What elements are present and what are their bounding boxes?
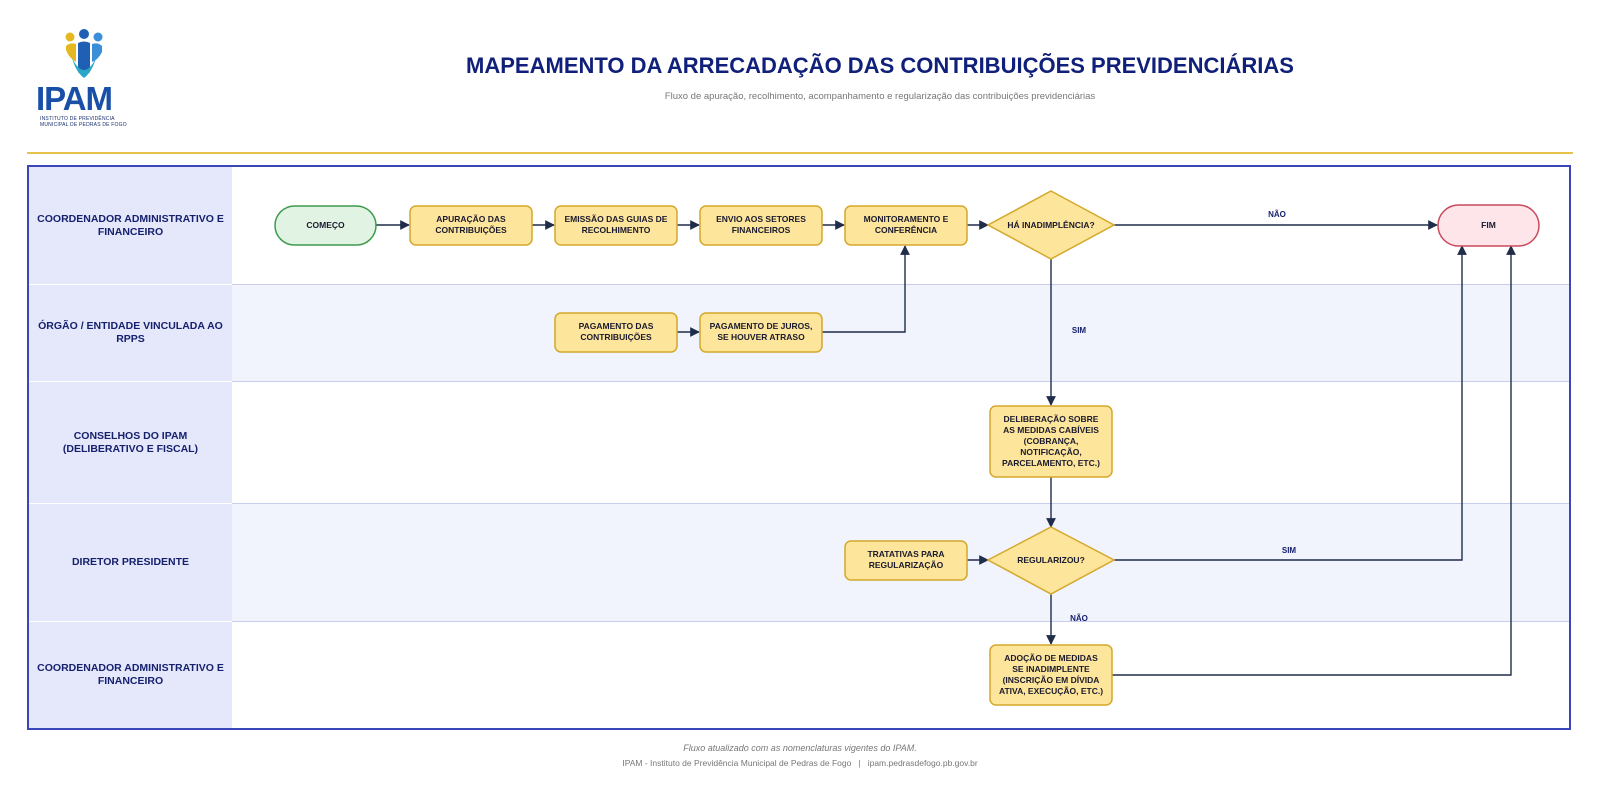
- process-juros: [699, 312, 823, 353]
- logo-subtitle-line1: INSTITUTO DE PREVIDÊNCIA: [40, 116, 115, 122]
- footer-org: IPAM - Instituto de Previdência Municipa…: [622, 758, 978, 768]
- process-label: NOTIFICAÇÃO,: [1020, 447, 1081, 457]
- process-label: SE INADIMPLENTE: [1012, 664, 1090, 674]
- process-label: FINANCEIROS: [732, 225, 791, 235]
- process-label: RECOLHIMENTO: [582, 225, 651, 235]
- edge-sim-fim: [1114, 245, 1467, 561]
- process-label: ATIVA, EXECUÇÃO, ETC.): [999, 686, 1103, 696]
- process-monitoramento: [844, 205, 968, 246]
- logo-text: IPAM: [36, 80, 113, 117]
- page-subtitle: Fluxo de apuração, recolhimento, acompan…: [664, 91, 1096, 102]
- decision-regularizou: [986, 526, 1116, 595]
- process-tratativas: [844, 540, 968, 581]
- page-title: MAPEAMENTO DA ARRECADAÇÃO DAS CONTRIBUIÇ…: [466, 53, 1294, 78]
- logo-subtitle-line2: MUNICIPAL DE PEDRAS DE FOGO: [40, 122, 127, 128]
- process-label: PARCELAMENTO, ETC.): [1002, 458, 1100, 468]
- end-terminal: [1437, 204, 1540, 247]
- lane-divider: [232, 381, 1569, 382]
- process-label: SE HOUVER ATRASO: [717, 332, 805, 342]
- process-label: EMISSÃO DAS GUIAS DE: [565, 214, 668, 224]
- edge-label-sim: SIM: [1282, 546, 1297, 555]
- lane-label-coordenador-1: COORDENADOR ADMINISTRATIVO E FINANCEIRO: [29, 167, 232, 284]
- process-label: TRATATIVAS PARA: [867, 549, 944, 559]
- decision-inadimplencia: [986, 190, 1116, 260]
- lane-divider: [232, 284, 1569, 285]
- lane-divider: [232, 503, 1569, 504]
- start-label: COMEÇO: [306, 220, 345, 230]
- edge-adocao-fim: [1112, 245, 1516, 676]
- process-label: (COBRANÇA,: [1024, 436, 1079, 446]
- edge-juros-monitoramento: [822, 245, 910, 333]
- lane-label-coordenador-2: COORDENADOR ADMINISTRATIVO E FINANCEIRO: [29, 622, 232, 728]
- process-label: AS MEDIDAS CABÍVEIS: [1003, 425, 1099, 435]
- logo-figures-icon: [65, 29, 103, 78]
- process-envio: [699, 205, 823, 246]
- process-label: (INSCRIÇÃO EM DÍVIDA: [1003, 675, 1100, 685]
- process-adocao: [989, 644, 1113, 706]
- start-terminal: [274, 205, 377, 246]
- decision-label: HÁ INADIMPLÊNCIA?: [1007, 219, 1094, 230]
- lane-label-orgao: ÓRGÃO / ENTIDADE VINCULADA AO RPPS: [29, 285, 232, 381]
- edge-label-sim: SIM: [1072, 326, 1087, 335]
- process-label: CONFERÊNCIA: [875, 224, 937, 235]
- process-label: PAGAMENTO DE JUROS,: [710, 321, 813, 331]
- decision-label: REGULARIZOU?: [1017, 555, 1085, 565]
- process-label: ENVIO AOS SETORES: [716, 214, 806, 224]
- process-emissao: [554, 205, 678, 246]
- process-label: DELIBERAÇÃO SOBRE: [1004, 414, 1099, 424]
- process-label: PAGAMENTO DAS: [579, 321, 654, 331]
- process-label: CONTRIBUIÇÕES: [435, 225, 507, 235]
- process-pagamento: [554, 312, 678, 353]
- process-label: CONTRIBUIÇÕES: [580, 332, 652, 342]
- process-label: REGULARIZAÇÃO: [869, 560, 944, 570]
- edge-label-nao: NÃO: [1268, 210, 1286, 219]
- lane-background-2: [232, 285, 1569, 381]
- process-label: MONITORAMENTO E: [864, 214, 949, 224]
- process-apuracao: [409, 205, 533, 246]
- process-label: ADOÇÃO DE MEDIDAS: [1004, 653, 1098, 663]
- lane-label-conselhos: CONSELHOS DO IPAM (DELIBERATIVO E FISCAL…: [29, 382, 232, 503]
- lane-divider: [232, 621, 1569, 622]
- ipam-logo: IPAM INSTITUTO DE PREVIDÊNCIA MUNICIPAL …: [36, 28, 136, 128]
- process-label: APURAÇÃO DAS: [436, 214, 506, 224]
- end-label: FIM: [1481, 220, 1496, 230]
- lane-label-diretor: DIRETOR PRESIDENTE: [29, 504, 232, 621]
- process-deliberacao: [989, 405, 1113, 478]
- footer-note: Fluxo atualizado com as nomenclaturas vi…: [683, 743, 917, 753]
- header-divider: [27, 152, 1573, 154]
- edge-label-nao: NÃO: [1070, 614, 1088, 623]
- swimlane-frame: [27, 165, 1571, 730]
